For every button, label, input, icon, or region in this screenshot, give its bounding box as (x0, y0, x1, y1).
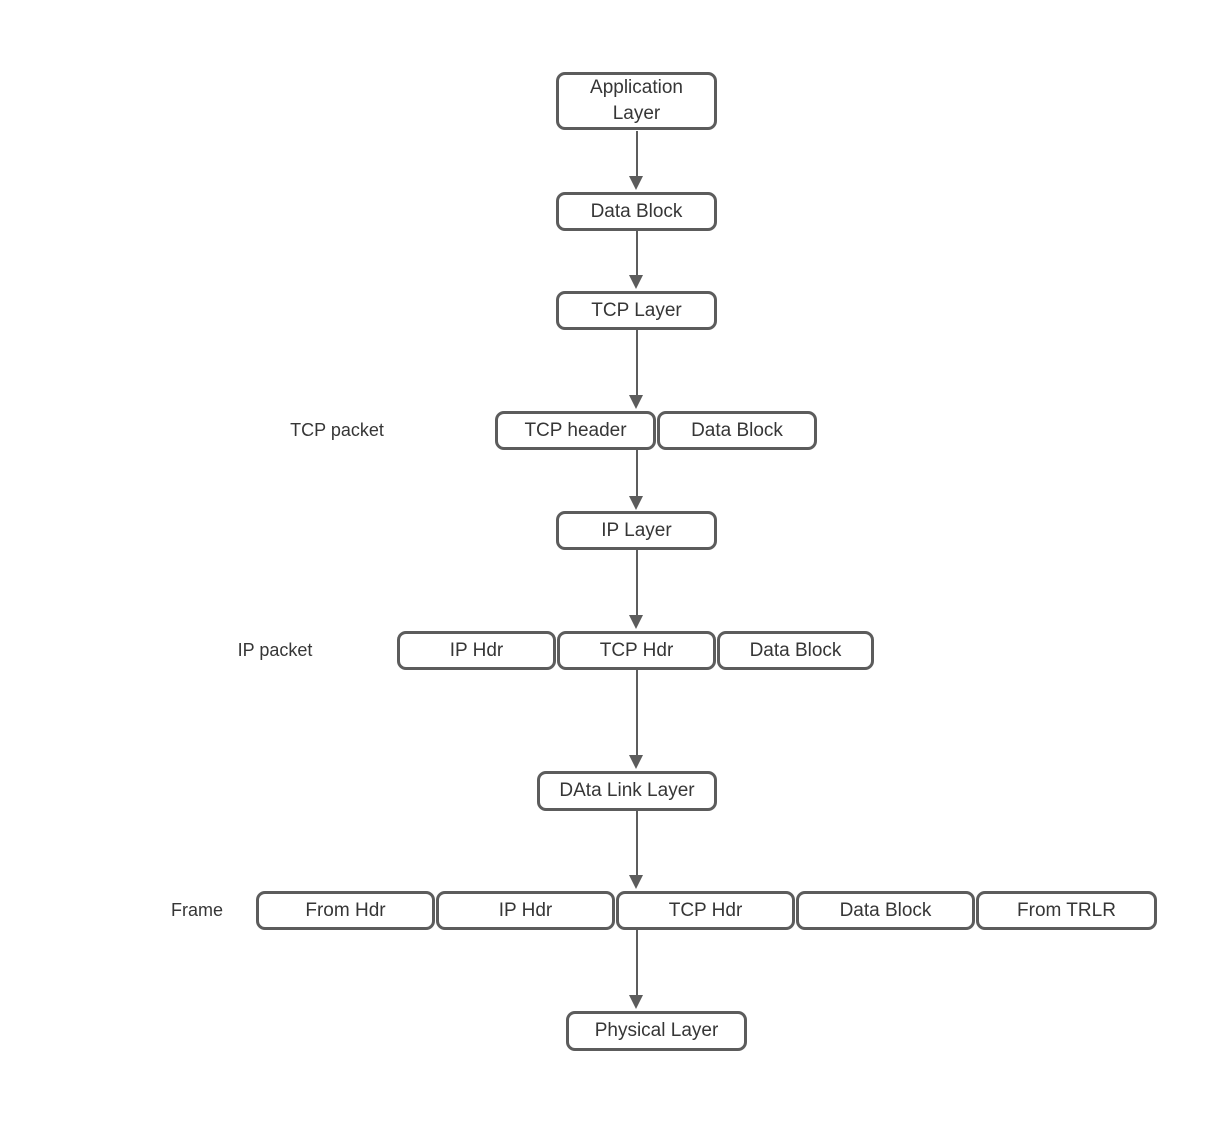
node-label: Physical Layer (594, 1020, 719, 1041)
arrow-datalink-to-frame (629, 811, 644, 889)
arrow-line (635, 231, 638, 277)
arrow-line (635, 550, 638, 617)
arrowhead (629, 275, 643, 289)
node-label: Data Block (691, 419, 783, 441)
arrow-line (635, 450, 638, 498)
node-label: TCP Hdr (668, 899, 743, 921)
node-frame-data-block: Data Block (796, 891, 975, 930)
node-label: From Hdr (305, 899, 386, 921)
arrow-tcplayer-to-tcppacket (629, 330, 644, 409)
arrow-ippacket-to-datalink (629, 670, 644, 769)
node-ip-layer: IP Layer (556, 511, 717, 550)
node-data-link-layer: DAta Link Layer (537, 771, 717, 811)
node-label: Data Block (839, 899, 932, 921)
arrowhead (629, 496, 643, 510)
arrow-datablock-to-tcplayer (629, 231, 644, 289)
arrow-application-to-datablock (629, 131, 644, 190)
node-data-block-ip-packet: Data Block (717, 631, 874, 670)
arrow-line (635, 930, 638, 997)
node-label: TCP Layer (591, 299, 682, 321)
node-data-block-application: Data Block (556, 192, 717, 231)
arrow-tcppacket-to-iplayer (629, 450, 644, 510)
node-label: Application Layer (590, 77, 683, 124)
node-label: Data Block (749, 639, 842, 661)
node-label: DAta Link Layer (559, 780, 695, 801)
row-label-tcp-packet: TCP packet (290, 420, 384, 440)
node-frame-tcp-hdr: TCP Hdr (616, 891, 795, 930)
node-tcp-header: TCP header (495, 411, 656, 450)
arrowhead (629, 176, 643, 190)
node-ip-hdr: IP Hdr (397, 631, 556, 670)
node-label: Data Block (590, 200, 683, 222)
arrow-line (635, 670, 638, 757)
node-label: IP Hdr (449, 639, 504, 661)
node-frame-from-hdr: From Hdr (256, 891, 435, 930)
node-label: From TRLR (1017, 899, 1116, 921)
arrow-iplayer-to-ippacket (629, 550, 644, 629)
node-tcp-layer: TCP Layer (556, 291, 717, 330)
node-label: IP Hdr (498, 899, 553, 921)
arrowhead (629, 615, 643, 629)
node-frame-ip-hdr: IP Hdr (436, 891, 615, 930)
node-label: TCP header (524, 419, 627, 441)
node-label: TCP Hdr (599, 639, 674, 661)
arrowhead (629, 995, 643, 1009)
arrow-line (635, 131, 638, 178)
row-label-ip-packet: IP packet (237, 640, 313, 660)
arrowhead (629, 755, 643, 769)
node-physical-layer: Physical Layer (566, 1011, 747, 1051)
node-application-layer: Application Layer (556, 72, 717, 130)
node-label: IP Layer (601, 519, 672, 541)
node-tcp-hdr: TCP Hdr (557, 631, 716, 670)
row-label-frame: Frame (170, 900, 223, 920)
arrow-frame-to-physical (629, 930, 644, 1009)
arrowhead (629, 395, 643, 409)
arrow-line (635, 811, 638, 877)
node-data-block-tcp-packet: Data Block (657, 411, 817, 450)
arrow-line (635, 330, 638, 397)
arrowhead (629, 875, 643, 889)
node-frame-from-trlr: From TRLR (976, 891, 1157, 930)
